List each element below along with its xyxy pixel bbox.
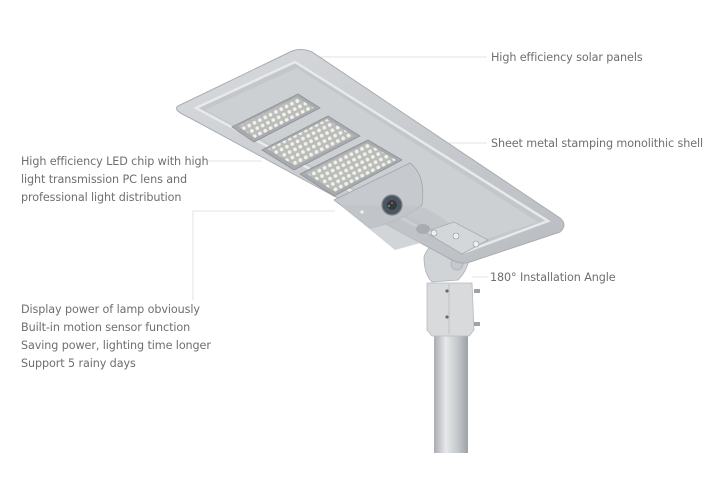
callout-line: Display power of lamp obviously <box>21 303 200 316</box>
callout-led-chip: High efficiency LED chip with high light… <box>21 153 209 207</box>
callout-installation-angle: 180° Installation Angle <box>490 269 616 287</box>
callout-solar-panels: High efficiency solar panels <box>491 49 643 67</box>
callout-line: Support 5 rainy days <box>21 357 136 370</box>
callout-line: 180° Installation Angle <box>490 271 616 284</box>
callout-line: High efficiency solar panels <box>491 51 643 64</box>
callout-monolithic-shell: Sheet metal stamping monolithic shell <box>491 135 703 153</box>
callout-line: High efficiency LED chip with high <box>21 155 209 168</box>
callout-sensor-features: Display power of lamp obviously Built-in… <box>21 301 211 373</box>
lamp-housing <box>176 49 565 264</box>
callout-line: Sheet metal stamping monolithic shell <box>491 137 704 150</box>
callout-line: Saving power, lighting time longer <box>21 339 211 352</box>
callout-line: Built-in motion sensor function <box>21 321 191 334</box>
led-module-2 <box>261 115 361 171</box>
led-module-1 <box>231 93 321 143</box>
callout-line: light transmission PC lens and <box>21 173 188 186</box>
callout-line: professional light distribution <box>21 191 182 204</box>
led-module-3 <box>299 139 403 197</box>
pole <box>423 239 480 453</box>
